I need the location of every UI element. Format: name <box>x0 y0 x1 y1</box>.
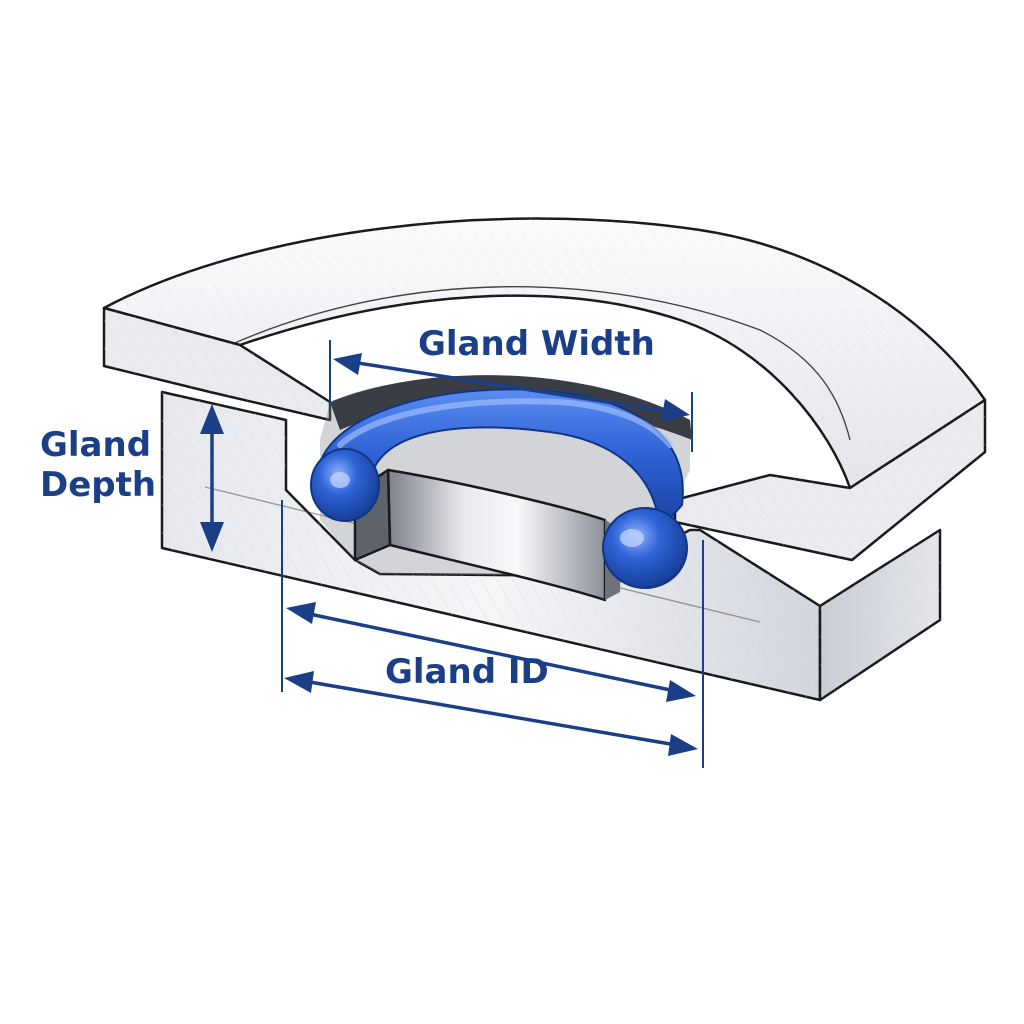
arrowhead-icon <box>668 734 698 756</box>
arrowhead-icon <box>200 404 224 434</box>
arrowhead-icon <box>666 680 696 702</box>
arrowhead-icon <box>333 353 362 375</box>
arrowhead-icon <box>200 522 224 552</box>
arrowhead-icon <box>286 602 316 624</box>
arrowhead-icon <box>661 399 690 421</box>
gland-id-label: Gland ID <box>385 652 549 692</box>
gland-depth-dimension: Gland Depth <box>40 404 224 552</box>
upper-flange <box>102 217 987 562</box>
gland-id-dimension: Gland ID <box>281 500 704 768</box>
gland-depth-label-line1: Gland <box>40 425 151 465</box>
gland-width-dimension: Gland Width <box>329 324 693 452</box>
o-ring <box>310 388 688 589</box>
gland-depth-label-line2: Depth <box>40 465 156 505</box>
arrowhead-icon <box>284 671 314 693</box>
gland-width-label: Gland Width <box>418 324 655 364</box>
